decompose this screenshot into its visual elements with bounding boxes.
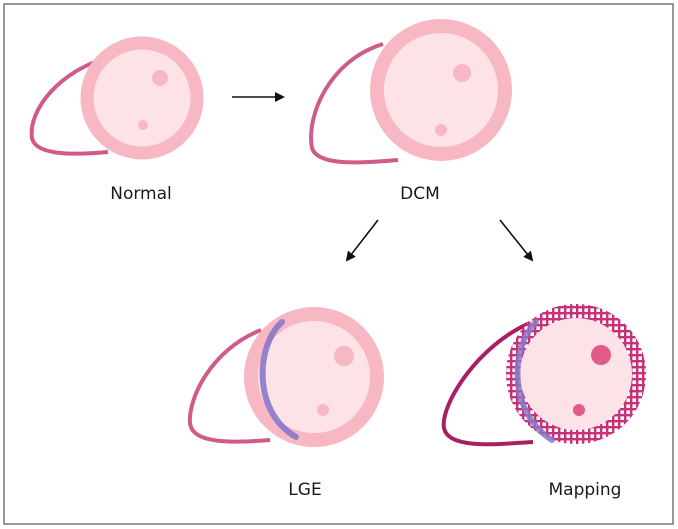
rv-wall-mapping (441, 321, 534, 447)
rv-wall-normal (29, 55, 111, 156)
papillary-muscle-1 (152, 70, 168, 86)
heart-mapping (441, 304, 646, 447)
rv-wall-dcm (309, 42, 399, 165)
heart-normal (29, 36, 204, 160)
papillary-muscle-2 (317, 404, 329, 416)
label-dcm: DCM (400, 184, 440, 204)
papillary-muscle-2 (573, 404, 585, 416)
rv-wall-lge (187, 328, 271, 444)
heart-lge (187, 307, 384, 447)
papillary-muscle-2 (138, 120, 148, 130)
arrow-down-right (499, 219, 534, 262)
lv-ring-lge (244, 307, 384, 447)
lv-ring-dcm (370, 19, 512, 161)
label-mapping: Mapping (549, 480, 622, 500)
figure-border (3, 3, 674, 525)
mapping-enhancement-band (514, 319, 555, 443)
label-lge: LGE (288, 480, 321, 500)
lv-ring-normal (80, 36, 204, 160)
lge-enhancement-band (259, 319, 299, 440)
papillary-muscle-1 (591, 345, 611, 365)
papillary-muscle-1 (334, 346, 354, 366)
lv-ring-mapping (506, 304, 646, 444)
label-normal: Normal (110, 184, 172, 204)
arrow-down-left (345, 219, 379, 262)
papillary-muscle-1 (453, 64, 471, 82)
heart-dcm (309, 19, 512, 165)
papillary-muscle-2 (435, 124, 447, 136)
